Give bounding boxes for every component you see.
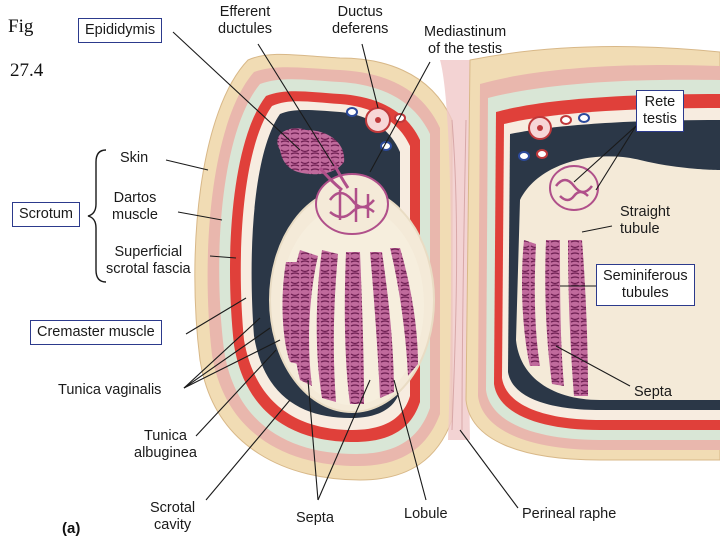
lobule	[522, 240, 540, 366]
leader-raphe	[459, 429, 519, 509]
label-dartos-muscle: Dartos muscle	[112, 190, 158, 223]
ductus-deferens-lumen	[537, 125, 543, 131]
leader-ductus	[361, 43, 379, 109]
part-label: (a)	[62, 520, 81, 537]
leader-efferent	[257, 43, 335, 167]
lobule	[568, 240, 588, 396]
ductus-deferens-lumen	[375, 117, 381, 123]
lobule	[370, 252, 394, 398]
label-epididymis: Epididymis	[78, 18, 163, 43]
leader-vaginalis-2	[183, 327, 271, 389]
vessel	[560, 115, 572, 125]
lobule	[545, 240, 564, 386]
rete-testis-network	[328, 188, 375, 222]
label-lobule: Lobule	[404, 506, 448, 522]
label-skin: Skin	[120, 150, 149, 166]
vessel	[536, 149, 548, 159]
label-septa-bottom: Septa	[296, 510, 334, 526]
label-tunica-albuginea: Tunica albuginea	[134, 428, 197, 461]
lobule	[282, 262, 298, 364]
label-perineal-raphe: Perineal raphe	[522, 506, 617, 522]
leader-vaginalis-1	[183, 317, 261, 389]
left-scrotal-sac	[194, 53, 453, 481]
leader-rete-1	[573, 125, 637, 183]
rete-testis-network	[555, 178, 593, 202]
efferent-ductules-structure	[318, 159, 350, 192]
mediastinum-testis	[315, 173, 389, 235]
lobule	[316, 250, 338, 402]
label-cremaster-muscle: Cremaster muscle	[30, 320, 162, 345]
leader-fascia	[209, 255, 237, 259]
leader-septa-right	[555, 345, 631, 387]
leader-dartos	[177, 211, 223, 221]
leader-scrotal-cavity	[205, 399, 291, 501]
leader-straight	[581, 225, 613, 233]
label-scrotum: Scrotum	[12, 202, 80, 227]
leader-epididymis	[172, 31, 301, 151]
scrotum-brace	[87, 149, 107, 283]
vessel	[518, 151, 530, 161]
lobule	[291, 250, 318, 386]
vessel	[578, 113, 590, 123]
leader-skin	[165, 159, 209, 171]
label-tunica-vaginalis: Tunica vaginalis	[58, 382, 162, 398]
label-mediastinum: Mediastinum of the testis	[424, 24, 507, 57]
figure-number: 27.4	[10, 60, 44, 81]
label-efferent-ductules: Efferent ductules	[218, 4, 273, 37]
label-septa-right: Septa	[634, 384, 672, 400]
label-ductus-deferens: Ductus deferens	[332, 4, 389, 37]
label-straight-tubule: Straight tubule	[620, 204, 670, 237]
label-superficial-scrotal-fascia: Superficial scrotal fascia	[106, 244, 191, 277]
figure-word: Fig	[8, 16, 34, 37]
label-scrotal-cavity: Scrotal cavity	[150, 500, 196, 533]
leader-lobule	[393, 379, 427, 501]
lobules-left	[282, 248, 418, 404]
leader-mediastinum	[369, 61, 431, 173]
vessel	[346, 107, 358, 117]
label-seminiferous-tubules: Seminiferous tubules	[596, 264, 695, 306]
epididymis	[277, 128, 345, 175]
leader-lines	[87, 31, 637, 509]
lobule	[344, 252, 364, 404]
raphe-lines	[451, 119, 467, 431]
leader-septa-bottom-1	[307, 379, 319, 501]
leader-rete-2	[595, 125, 637, 191]
leader-cremaster	[185, 297, 247, 335]
label-rete-testis: Rete testis	[636, 90, 684, 132]
lobules-right	[522, 240, 588, 396]
lobule	[390, 248, 418, 376]
leader-septa-bottom-2	[317, 379, 371, 501]
leader-albuginea	[195, 349, 277, 437]
leader-vaginalis-3	[183, 339, 281, 389]
